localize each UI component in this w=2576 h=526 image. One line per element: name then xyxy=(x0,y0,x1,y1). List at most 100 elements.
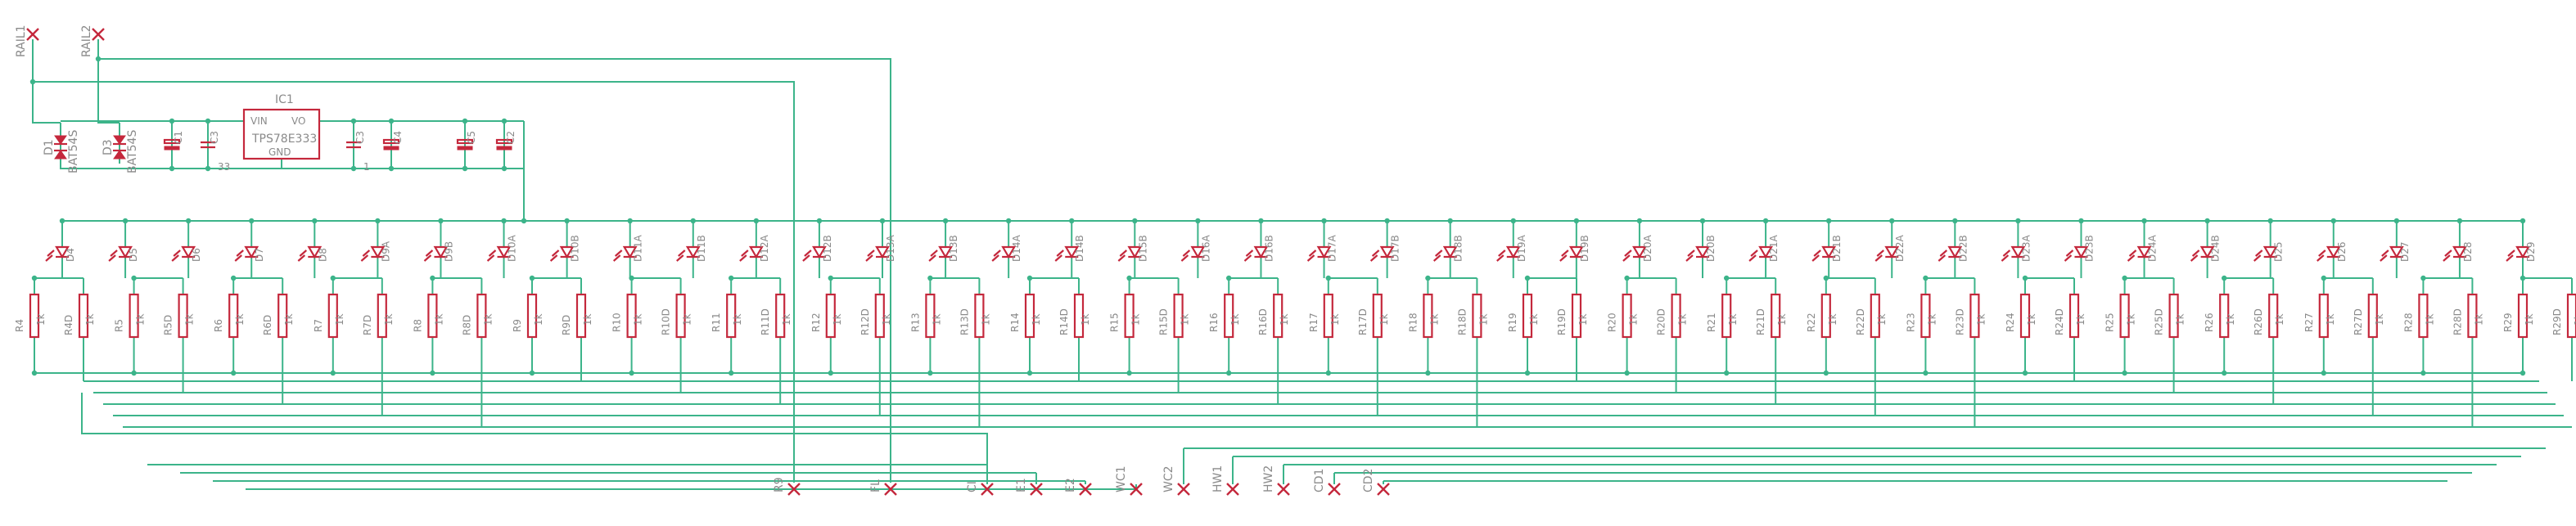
port-wc2[interactable] xyxy=(1177,483,1190,496)
led-triangle xyxy=(1758,245,1773,259)
led-arrow xyxy=(2507,250,2515,257)
resistor-R17 xyxy=(1323,293,1333,339)
led-triangle xyxy=(307,245,323,259)
resistor-value: 1k xyxy=(482,313,494,326)
resistor-value: 1k xyxy=(1378,313,1390,326)
junction-dot xyxy=(1510,218,1516,224)
capacitor-C4-3 xyxy=(382,138,400,151)
resistor-R4 xyxy=(29,293,40,339)
port-ci[interactable] xyxy=(981,483,994,496)
resistor-body xyxy=(78,293,89,339)
port-hw2[interactable] xyxy=(1277,483,1290,496)
cap-plate xyxy=(495,138,513,145)
regulator-pin-out: VO xyxy=(291,115,305,127)
rail2-terminal[interactable] xyxy=(92,28,105,41)
resistor-body xyxy=(1224,293,1234,339)
led-arrow xyxy=(2380,254,2388,262)
port-hw1[interactable] xyxy=(1226,483,1239,496)
junction-dot xyxy=(350,118,357,124)
resistor-body xyxy=(228,293,239,339)
led-arrow xyxy=(678,250,686,257)
led-D13B xyxy=(928,245,953,262)
resistor-body xyxy=(1969,293,1980,339)
resistor-R20D xyxy=(1671,293,1681,339)
led-ref: D13A xyxy=(885,234,896,262)
x-stroke xyxy=(26,28,39,41)
resistor-ref: R20 xyxy=(1607,312,1618,332)
wire-layer xyxy=(29,39,2573,490)
capacitor-ref: C4 xyxy=(392,131,404,144)
led-triangle xyxy=(875,245,890,259)
junction-dot xyxy=(2520,275,2526,281)
resistor-body xyxy=(1571,293,1582,339)
port-cd2[interactable] xyxy=(1377,483,1390,496)
port-r9[interactable] xyxy=(787,483,801,496)
led-triangle xyxy=(812,245,827,259)
led-ref: D10B xyxy=(570,235,581,262)
junction-dot xyxy=(2330,218,2336,224)
resistor-ref: R14 xyxy=(1009,312,1021,332)
port-e1[interactable] xyxy=(1030,483,1043,496)
resistor-value: 1k xyxy=(1677,313,1689,326)
capacitor-value: 33 xyxy=(218,161,230,173)
led-D18B xyxy=(1432,245,1458,262)
capacitor-value: 1 xyxy=(363,161,370,173)
junction-dot xyxy=(1321,218,1327,224)
resistor-value: 1k xyxy=(1329,313,1341,326)
junction-dot xyxy=(1026,275,1033,281)
resistor-R15 xyxy=(1124,293,1135,339)
led-arrow xyxy=(741,250,749,257)
resistor-value: 1k xyxy=(2524,313,2535,326)
junction-dot xyxy=(2204,218,2210,224)
port-e2[interactable] xyxy=(1079,483,1092,496)
resistor-ref: R19D xyxy=(1556,308,1568,335)
junction-dot xyxy=(1226,275,1232,281)
led-arrow xyxy=(2254,250,2263,257)
resistor-R8D xyxy=(476,293,487,339)
port-cd1[interactable] xyxy=(1328,483,1341,496)
led-arrow xyxy=(676,254,684,262)
junction-dot xyxy=(462,165,468,172)
resistor-R29 xyxy=(2517,293,2529,339)
led-ref: D19A xyxy=(1516,234,1527,262)
resistor-body xyxy=(2318,293,2329,339)
port-wc1[interactable] xyxy=(1130,483,1143,496)
led-triangle xyxy=(118,245,133,259)
led-arrow xyxy=(2444,250,2452,257)
junction-dot xyxy=(1636,218,1643,224)
resistor-ref: R16D xyxy=(1257,308,1269,335)
junction-dot xyxy=(1069,218,1075,224)
resistor-R11 xyxy=(726,293,737,339)
resistor-ref: R12D xyxy=(859,308,871,335)
led-triangle xyxy=(2010,245,2026,259)
resistor-ref: R20D xyxy=(1656,308,1667,335)
regulator-pin-gnd: GND xyxy=(268,146,291,158)
resistor-body xyxy=(1622,293,1632,339)
led-D14B xyxy=(1054,245,1080,262)
led-arrow xyxy=(297,254,306,262)
resistor-ref: R29D xyxy=(2551,308,2563,335)
resistor-body xyxy=(1472,293,1482,339)
led-ref: D8 xyxy=(317,248,328,262)
resistor-value: 1k xyxy=(383,313,395,326)
resistor-ref: R26 xyxy=(2204,312,2215,332)
led-arrow xyxy=(865,254,873,262)
resistor-body xyxy=(974,293,985,339)
port-fl[interactable] xyxy=(884,483,897,496)
led-arrow xyxy=(2317,254,2325,262)
capacitor-C1-0 xyxy=(163,138,181,151)
led-D28 xyxy=(2443,245,2467,262)
resistor-R14 xyxy=(1024,293,1035,339)
led-triangle xyxy=(1884,245,1900,259)
led-ref: D24A xyxy=(2147,234,2159,262)
resistor-R27 xyxy=(2318,293,2329,339)
wire xyxy=(32,82,61,124)
resistor-body xyxy=(1920,293,1931,339)
capacitor-ref: C3 xyxy=(209,131,220,144)
rail1-terminal[interactable] xyxy=(26,28,39,41)
led-arrow xyxy=(1245,250,1254,257)
resistor-ref: R14D xyxy=(1058,308,1070,335)
led-D19A xyxy=(1496,245,1521,262)
led-arrow xyxy=(110,250,118,257)
led-ref: D29 xyxy=(2525,241,2537,262)
